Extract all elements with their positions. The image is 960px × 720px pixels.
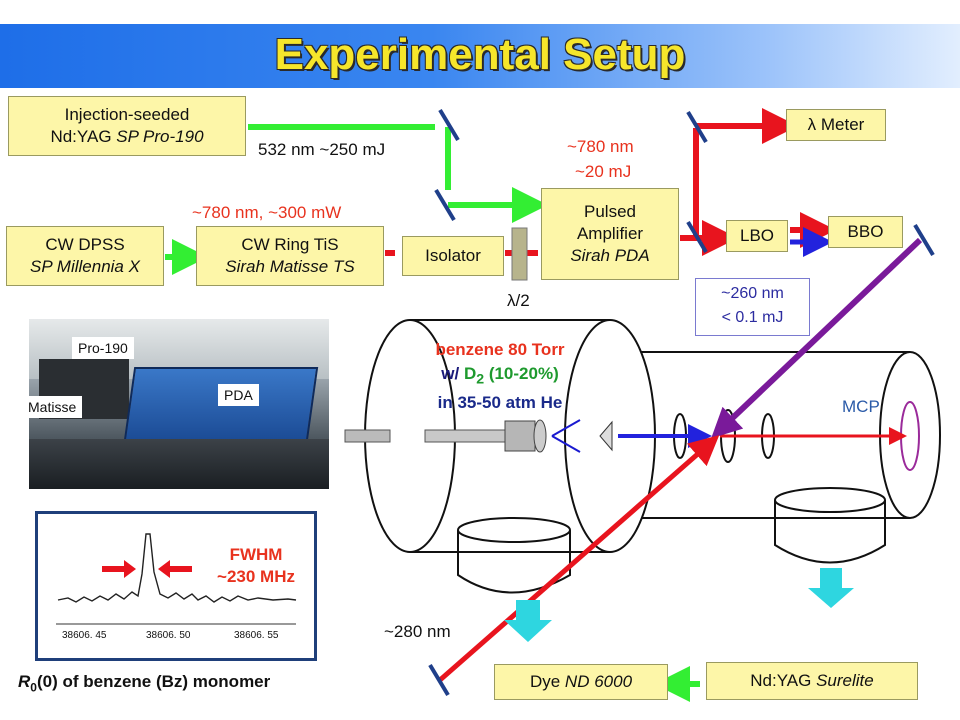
fwhm-line1: FWHM xyxy=(229,545,283,564)
page-title: Experimental Setup xyxy=(274,30,686,79)
spectrum-tick-2: 38606. 50 xyxy=(146,630,191,641)
mirror-icon xyxy=(428,108,935,697)
cw-dpss-model: SP Millennia X xyxy=(30,257,140,276)
sample-gas-fraction: (10-20%) xyxy=(484,364,559,383)
cw-ring-box: CW Ring TiS Sirah Matisse TS xyxy=(196,226,384,286)
caption-sub: 0 xyxy=(30,680,37,695)
half-wave-label: λ/2 xyxy=(507,291,530,310)
pulsed-amp-line1: Pulsed xyxy=(584,202,636,221)
spectrum-inset: FWHM ~230 MHz 38606. 45 38606. 50 38606.… xyxy=(35,511,317,661)
pulsed-amplifier-box: Pulsed Amplifier Sirah PDA xyxy=(541,188,679,280)
lbo-label: LBO xyxy=(739,226,775,245)
ir-280-label: ~280 nm xyxy=(384,622,451,641)
green-532-label: 532 nm ~250 mJ xyxy=(258,140,386,159)
photo-tag-pro190: Pro-190 xyxy=(72,337,134,359)
cw-780-label: ~780 nm, ~300 mW xyxy=(192,203,342,222)
uv-260-line1: ~260 nm xyxy=(721,285,784,302)
pulsed-780-line2: ~20 mJ xyxy=(575,162,632,181)
fwhm-line2: ~230 MHz xyxy=(217,567,295,586)
sample-gas-sub: 2 xyxy=(476,371,485,388)
dye-model: ND 6000 xyxy=(564,672,633,691)
nd-yag-prefix: Nd:YAG xyxy=(50,127,117,146)
fwhm-arrow-right-icon xyxy=(158,560,192,578)
bbo-label: BBO xyxy=(847,222,884,241)
sample-line2: w/ D2 (10-20%) xyxy=(410,362,590,391)
cw-dpss-line1: CW DPSS xyxy=(45,235,125,254)
surelite-prefix: Nd:YAG xyxy=(750,671,817,690)
cw-dpss-box: CW DPSS SP Millennia X xyxy=(6,226,164,286)
sample-line3: in 35-50 atm He xyxy=(437,393,563,413)
cw-ring-line1: CW Ring TiS xyxy=(241,235,339,254)
sample-label: benzene 80 Torr w/ D2 (10-20%) in 35-50 … xyxy=(410,338,590,415)
spectrum-tick-3: 38606. 55 xyxy=(234,630,279,641)
pulsed-780-line1: ~780 nm xyxy=(567,137,634,156)
uv-260-line2: < 0.1 mJ xyxy=(721,309,784,326)
dye-laser-box: Dye ND 6000 xyxy=(494,664,668,700)
nd-yag-surelite-box: Nd:YAG Surelite xyxy=(706,662,918,700)
lbo-box: LBO xyxy=(726,220,788,252)
pulsed-amp-line2: Amplifier xyxy=(576,224,644,243)
uv-beam-to-chamber xyxy=(711,237,923,439)
pulsed-amp-model: Sirah PDA xyxy=(570,246,650,265)
photo-optical-table xyxy=(29,439,329,489)
photo-tag-matisse: Matisse xyxy=(22,396,83,418)
spectrum-caption: R0(0) of benzene (Bz) monomer xyxy=(18,672,270,694)
sample-gas: D2 (10-20%) xyxy=(463,364,559,387)
fwhm-arrow-left-icon xyxy=(102,560,136,578)
half-wave-plate xyxy=(511,227,528,281)
mcp-label: MCP xyxy=(842,397,880,416)
nd-yag-model: SP Pro-190 xyxy=(116,127,204,146)
lambda-meter-box: λ Meter xyxy=(786,109,886,141)
photo-tag-pda: PDA xyxy=(218,384,259,406)
pump-arrow-icon xyxy=(504,568,854,642)
isolator-box: Isolator xyxy=(402,236,504,276)
ir-beam-to-chamber xyxy=(438,435,720,682)
nd-yag-seed-line2: Nd:YAG SP Pro-190 xyxy=(50,126,203,148)
sample-line2-prefix: w/ xyxy=(441,364,464,383)
fwhm-label: FWHM ~230 MHz xyxy=(206,544,306,588)
isolator-label: Isolator xyxy=(425,246,481,265)
sample-gas-symbol: D xyxy=(463,364,477,383)
bbo-box: BBO xyxy=(828,216,903,248)
dye-prefix: Dye xyxy=(529,672,565,691)
title-bar xyxy=(0,24,960,88)
nd-yag-seed-line1: Injection-seeded xyxy=(64,105,190,124)
caption-r: R xyxy=(18,672,31,691)
surelite-model: Surelite xyxy=(816,671,874,690)
nd-yag-seed-box: Injection-seeded Nd:YAG SP Pro-190 xyxy=(8,96,246,156)
spectrum-trace xyxy=(56,533,297,625)
lambda-meter-label: λ Meter xyxy=(807,115,865,134)
sample-line1: benzene 80 Torr xyxy=(435,340,565,359)
caption-rest: (0) of benzene (Bz) monomer xyxy=(36,672,271,691)
cw-ring-model: Sirah Matisse TS xyxy=(225,257,355,276)
spectrum-tick-1: 38606. 45 xyxy=(62,630,107,641)
uv-260-box: ~260 nm < 0.1 mJ xyxy=(695,278,810,336)
nozzle-rod xyxy=(344,419,613,453)
